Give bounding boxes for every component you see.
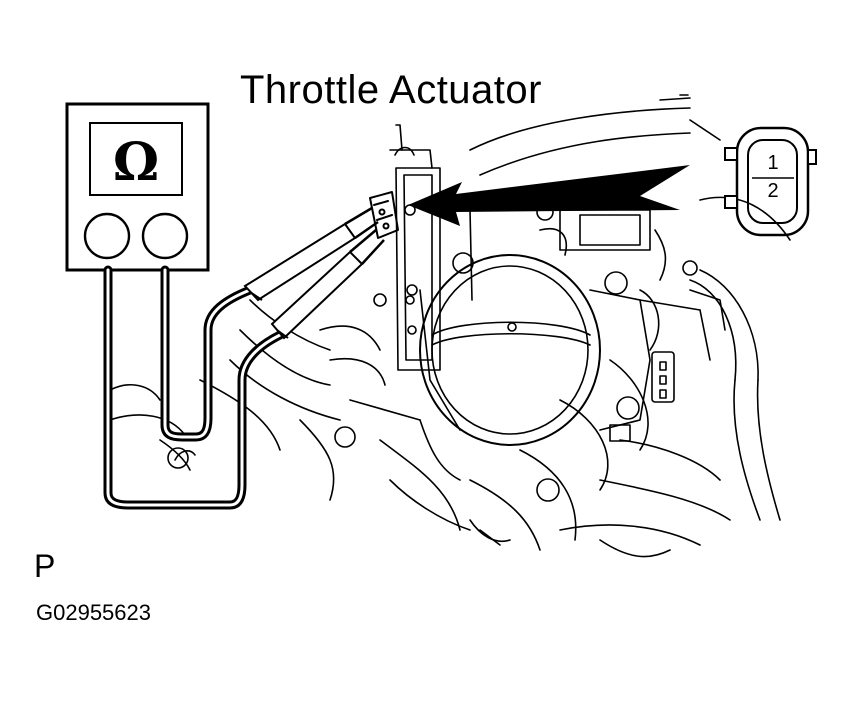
corner-mark: P xyxy=(34,548,56,584)
pointer-arrow-icon xyxy=(408,165,690,226)
ohmmeter-icon: Ω xyxy=(65,102,210,272)
connector-pin-1: 1 xyxy=(767,152,778,174)
diagram-title: Throttle Actuator xyxy=(240,68,542,112)
meter-symbol: Ω xyxy=(113,132,159,193)
connector-pin-2: 2 xyxy=(767,180,778,202)
side-connector xyxy=(651,351,675,403)
engine-background xyxy=(109,94,791,558)
sensor-housing xyxy=(389,124,473,371)
throttle-body xyxy=(419,254,651,446)
two-pin-connector-icon: 1 2 xyxy=(724,126,817,237)
test-leads xyxy=(103,265,285,510)
test-probes xyxy=(243,206,385,340)
figure-id: G02955623 xyxy=(36,600,151,625)
